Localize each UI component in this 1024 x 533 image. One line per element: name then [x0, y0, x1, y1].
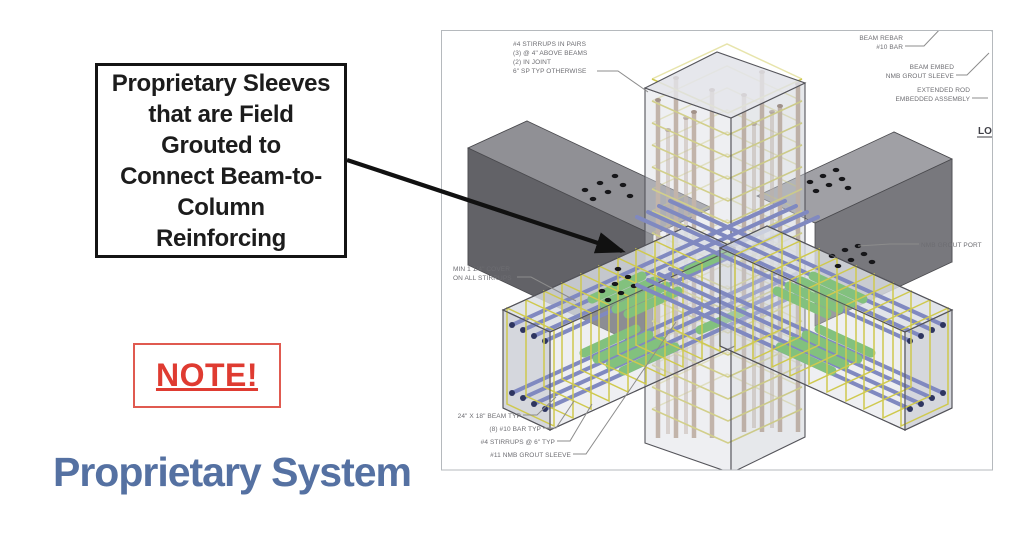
annotation-stirrups-pairs-1: #4 STIRRUPS IN PAIRS — [513, 41, 587, 48]
annotation-beam-size: 24" X 18" BEAM TYP — [458, 413, 521, 420]
leader-grout-sleeve — [573, 321, 677, 455]
annotation-beam-embed-2: NMB GROUT SLEEVE — [886, 73, 955, 80]
leader-min-cover — [517, 276, 577, 302]
annotation-min-cover-2: ON ALL STIRRUPS — [453, 275, 512, 282]
note-label: NOTE! — [155, 357, 259, 393]
leader-stirrups-typ — [557, 403, 593, 442]
annotation-stirrups-pairs-2: (3) @ 4" ABOVE BEAMS — [513, 50, 588, 57]
grout-sleeves-left — [579, 247, 747, 376]
annotation-beam-rebar-1: BEAM REBAR — [859, 35, 903, 42]
annotation-bar-typ: (8) #10 BAR TYP — [489, 426, 541, 433]
grout-ports-front-right — [828, 243, 876, 269]
diagram-panel-border — [441, 30, 993, 471]
column-top-face — [643, 51, 807, 119]
leader-bar-typ — [543, 400, 575, 429]
patent-title-line1: Proprietary System — [52, 449, 412, 495]
annotation-stirrups-typ: #4 STIRRUPS @ 6" TYP — [481, 439, 555, 446]
annotation-stirrups-pairs-3: (2) IN JOINT — [513, 59, 551, 66]
beam-front-right — [635, 199, 954, 431]
annotation-stirrups-pairs-4: 6" SP TYP OTHERWISE — [513, 68, 587, 75]
callout-box: Proprietary Sleeves that are Field Grout… — [95, 63, 347, 258]
annotation-min-cover-1: MIN 1 1/4" COVER — [453, 266, 510, 273]
annotation-grout-sleeve: #11 NMB GROUT SLEEVE — [490, 452, 571, 459]
leader-beam-size — [523, 396, 557, 416]
grout-ports-back-right — [806, 167, 852, 194]
grout-sleeves-right — [772, 271, 876, 376]
annotation-beam-embed-1: BEAM EMBED — [910, 64, 955, 71]
annotation-extended-rod-1: EXTENDED ROD — [917, 87, 970, 94]
annotations: #4 STIRRUPS IN PAIRS (3) @ 4" ABOVE BEAM… — [453, 35, 993, 459]
note-box: NOTE! — [133, 343, 281, 408]
beam-front-right-stirrups — [734, 231, 949, 428]
leader-beam-embed — [956, 52, 990, 76]
leader-grout-port — [857, 243, 919, 247]
leader-beam-rebar — [905, 30, 940, 47]
annotation-clipped-label: LO — [978, 126, 992, 137]
leader-lines — [517, 30, 990, 455]
leader-stirrups-pairs — [597, 70, 649, 93]
annotation-grout-port: NMB GROUT PORT — [921, 242, 982, 249]
callout-arrow — [346, 158, 626, 254]
corner-graphic — [989, 30, 993, 32]
annotation-extended-rod-2: EMBEDDED ASSEMBLY — [895, 96, 970, 103]
annotation-beam-rebar-2: #10 BAR — [876, 44, 903, 51]
beam-front-left — [501, 199, 820, 431]
patent-title: Proprietary System Patent Protected — [10, 399, 454, 533]
grout-ports-back-left — [581, 173, 634, 202]
grout-ports-front-left — [598, 266, 638, 303]
